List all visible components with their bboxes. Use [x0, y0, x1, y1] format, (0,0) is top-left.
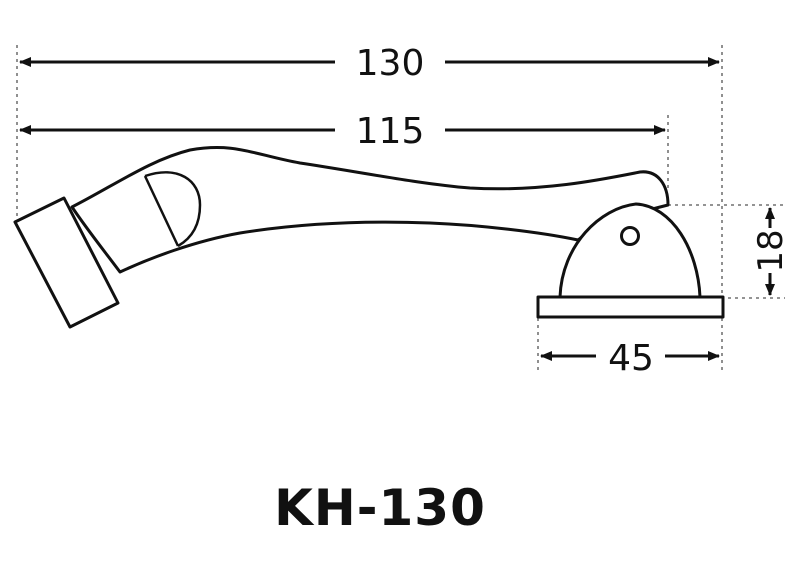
base-width-dimension: 45 [540, 338, 720, 379]
arm-length-label: 115 [356, 111, 425, 152]
mounting-bracket [558, 202, 702, 299]
mount-height-label: 18 [751, 229, 791, 272]
base-width-label: 45 [608, 338, 654, 379]
model-name: KH-130 [274, 479, 486, 537]
tip-cap-seam [143, 175, 180, 247]
stopper-arm [70, 146, 670, 274]
base-plate [536, 295, 725, 319]
rubber-bumper [13, 196, 120, 329]
screw-hole [620, 226, 640, 246]
overall-length-label: 130 [356, 43, 425, 84]
overall-length-dimension: 130 [19, 43, 720, 84]
mount-height-dimension: 18 [751, 207, 791, 296]
arm-length-dimension: 115 [19, 111, 666, 152]
tip-cap-outline [144, 171, 202, 248]
